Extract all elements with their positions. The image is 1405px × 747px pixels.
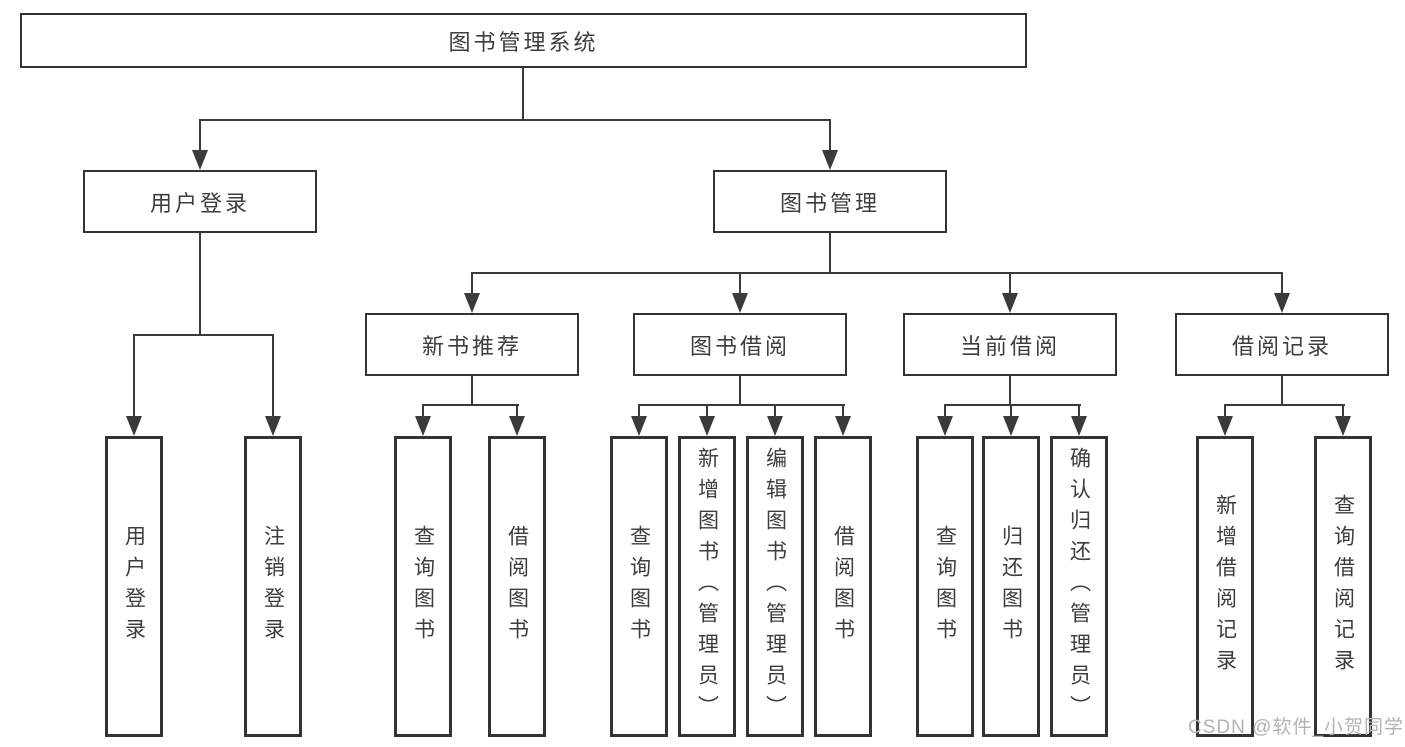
- connector-drop-leaf: [272, 334, 274, 418]
- node-book-mgmt: 图书管理: [713, 170, 947, 233]
- connector-user-stem: [199, 232, 201, 335]
- connector-drop-level3: [471, 272, 473, 296]
- watermark: CSDN @软件_小贺同学: [1188, 717, 1404, 738]
- leaf-label: 注销登录: [261, 524, 285, 649]
- connector-stem: [1009, 375, 1011, 405]
- leaf-label: 查询图书: [627, 524, 651, 649]
- arrow-down-icon: [1002, 293, 1018, 313]
- leaf-confirm-return-admin: 确认归还（管理员）: [1050, 436, 1108, 737]
- connector-splitter: [1224, 404, 1345, 406]
- arrow-down-icon: [631, 416, 647, 436]
- arrow-down-icon: [464, 293, 480, 313]
- leaf-query-books-recommend: 查询图书: [394, 436, 452, 737]
- arrow-down-icon: [835, 416, 851, 436]
- connector-drop-book-mgmt: [829, 119, 831, 152]
- arrow-down-icon: [192, 150, 208, 170]
- leaf-query-books-borrow: 查询图书: [610, 436, 668, 737]
- connector-drop-leaf: [1342, 404, 1344, 418]
- connector-drop-leaf: [774, 404, 776, 418]
- connector-drop-level3: [1281, 272, 1283, 296]
- leaf-label: 新增借阅记录: [1213, 493, 1237, 680]
- node-borrow-records: 借阅记录: [1175, 313, 1389, 376]
- connector-drop-leaf: [1078, 404, 1080, 418]
- arrow-down-icon: [265, 416, 281, 436]
- leaf-borrow-books-recommend: 借阅图书: [488, 436, 546, 737]
- connector-splitter-user: [133, 334, 274, 336]
- connector-splitter-level2: [199, 119, 831, 121]
- node-library-system: 图书管理系统: [20, 13, 1027, 68]
- connector-drop-level3: [1009, 272, 1011, 296]
- leaf-borrow-books: 借阅图书: [814, 436, 872, 737]
- leaf-label: 借阅图书: [831, 524, 855, 649]
- arrow-down-icon: [1274, 293, 1290, 313]
- connector-stem: [1281, 375, 1283, 405]
- leaf-label: 借阅图书: [505, 524, 529, 649]
- node-label: 用户登录: [149, 190, 250, 216]
- leaf-add-borrow-record: 新增借阅记录: [1196, 436, 1254, 737]
- arrow-down-icon: [1071, 416, 1087, 436]
- leaf-edit-book-admin: 编辑图书（管理员）: [746, 436, 804, 737]
- connector-drop-leaf: [133, 334, 135, 418]
- connector-splitter: [422, 404, 519, 406]
- leaf-query-books-current: 查询图书: [916, 436, 974, 737]
- connector-splitter-level3: [471, 272, 1283, 274]
- node-new-book-recommend: 新书推荐: [365, 313, 579, 376]
- node-current-borrow: 当前借阅: [903, 313, 1117, 376]
- leaf-return-book: 归还图书: [982, 436, 1040, 737]
- leaf-label: 查询图书: [411, 524, 435, 649]
- connector-drop-leaf: [638, 404, 640, 418]
- arrow-down-icon: [509, 416, 525, 436]
- leaf-query-borrow-record: 查询借阅记录: [1314, 436, 1372, 737]
- connector-drop-user-login: [199, 119, 201, 152]
- arrow-down-icon: [732, 293, 748, 313]
- arrow-down-icon: [767, 416, 783, 436]
- leaf-label: 新增图书（管理员）: [695, 447, 719, 726]
- leaf-label: 查询借阅记录: [1331, 493, 1355, 680]
- leaf-add-book-admin: 新增图书（管理员）: [678, 436, 736, 737]
- connector-splitter: [944, 404, 1081, 406]
- connector-drop-leaf: [706, 404, 708, 418]
- connector-drop-leaf: [944, 404, 946, 418]
- leaf-label: 编辑图书（管理员）: [763, 447, 787, 726]
- leaf-label: 确认归还（管理员）: [1067, 447, 1091, 726]
- arrow-down-icon: [1335, 416, 1351, 436]
- arrow-down-icon: [699, 416, 715, 436]
- arrow-down-icon: [1217, 416, 1233, 436]
- leaf-logout: 注销登录: [244, 436, 302, 737]
- leaf-user-login: 用户登录: [105, 436, 163, 737]
- arrow-down-icon: [126, 416, 142, 436]
- node-book-borrow: 图书借阅: [633, 313, 847, 376]
- connector-drop-leaf: [1010, 404, 1012, 418]
- connector-splitter: [638, 404, 845, 406]
- connector-root-stem: [522, 67, 524, 120]
- arrow-down-icon: [1003, 416, 1019, 436]
- leaf-label: 归还图书: [999, 524, 1023, 649]
- connector-stem: [471, 375, 473, 405]
- node-user-login: 用户登录: [83, 170, 317, 233]
- node-label: 新书推荐: [421, 333, 522, 359]
- node-label: 当前借阅: [959, 333, 1060, 359]
- leaf-label: 用户登录: [122, 524, 146, 649]
- connector-stem: [739, 375, 741, 405]
- connector-drop-leaf: [516, 404, 518, 418]
- connector-drop-leaf: [842, 404, 844, 418]
- node-label: 图书管理: [779, 190, 880, 216]
- leaf-label: 查询图书: [933, 524, 957, 649]
- node-label: 图书借阅: [689, 333, 790, 359]
- arrow-down-icon: [415, 416, 431, 436]
- arrow-down-icon: [937, 416, 953, 436]
- connector-mgmt-stem: [829, 232, 831, 273]
- connector-drop-level3: [739, 272, 741, 296]
- connector-drop-leaf: [1224, 404, 1226, 418]
- node-label: 图书管理系统: [448, 29, 599, 55]
- connector-drop-leaf: [422, 404, 424, 418]
- arrow-down-icon: [822, 150, 838, 170]
- node-label: 借阅记录: [1231, 333, 1332, 359]
